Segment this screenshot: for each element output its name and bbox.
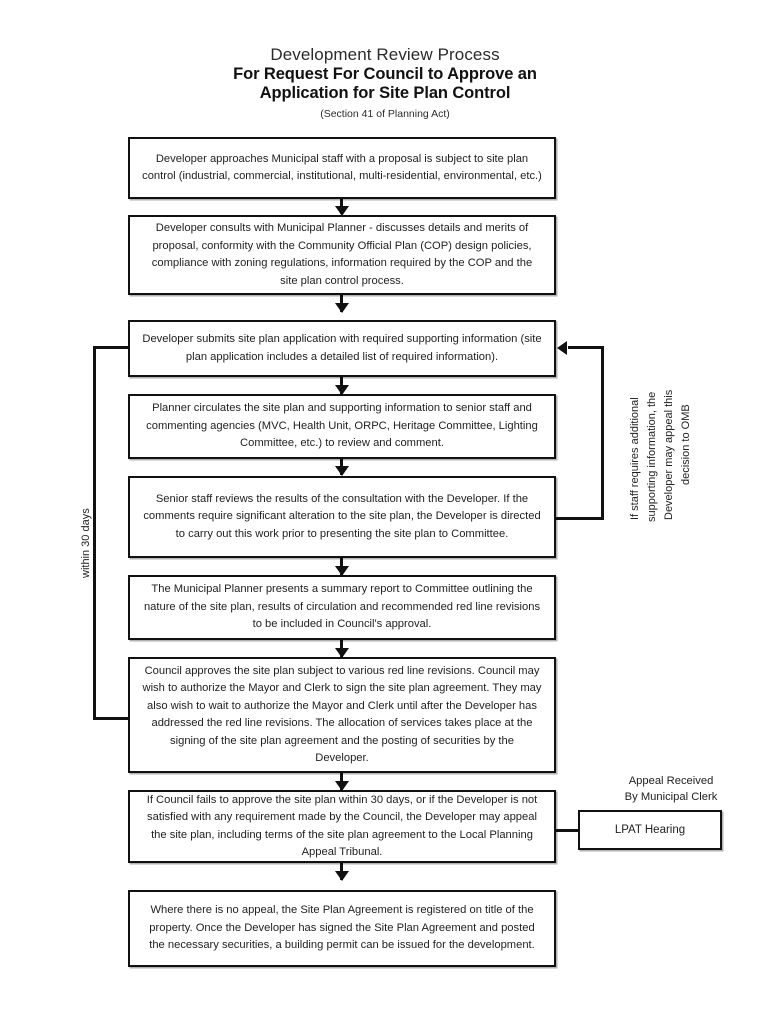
annotation-right-loop-line-2: supporting information, the [646,391,658,522]
lpat-caption-line-1: Appeal Received [628,775,714,787]
flow-node-step-1-text: Developer approaches Municipal staff wit… [142,152,542,183]
right-loop-top-segment [568,346,604,349]
flow-node-lpat-hearing[interactable]: LPAT Hearing [578,810,722,850]
arrow-6-7 [334,648,349,658]
arrow-right-loop-to-step-3 [557,340,567,355]
flow-node-step-7-text: Council approves the site plan subject t… [142,664,542,765]
annotation-right-loop-line-4: decision to OMB [680,404,692,485]
arrow-2-3 [334,303,349,313]
flow-node-step-3-text: Developer submits site plan application … [142,333,542,363]
flow-node-step-8-text: If Council fails to approve the site pla… [146,793,538,859]
page-title: Development Review Process For Request F… [0,44,770,121]
annotation-right-loop-line-1: If staff requires additional [629,397,641,520]
flow-node-step-5[interactable]: Senior staff reviews the results of the … [128,476,556,558]
flow-node-step-4[interactable]: Planner circulates the site plan and sup… [128,394,556,459]
left-loop-top-segment [93,346,130,349]
title-line-2a: For Request For Council to Approve an [233,65,537,83]
flow-node-step-2[interactable]: Developer consults with Municipal Planne… [128,215,556,295]
title-subtitle: (Section 41 of Planning Act) [320,108,450,120]
flow-node-step-5-text: Senior staff reviews the results of the … [143,492,541,540]
connector-8-lpat [556,829,580,832]
flow-node-step-9[interactable]: Where there is no appeal, the Site Plan … [128,890,556,967]
arrow-3-4 [334,385,349,395]
lpat-caption-line-2: By Municipal Clerk [624,790,718,803]
title-line-2b: Application for Site Plan Control [259,84,511,102]
arrow-7-8 [334,781,349,791]
flow-node-step-1[interactable]: Developer approaches Municipal staff wit… [128,137,556,199]
right-loop-vertical-segment [601,346,604,520]
flow-node-step-6[interactable]: The Municipal Planner presents a summary… [128,575,556,640]
lpat-caption: Appeal Received By Municipal Clerk [578,774,764,805]
flow-node-step-3[interactable]: Developer submits site plan application … [128,320,556,377]
arrow-4-5 [334,466,349,476]
title-line-1: Development Review Process [270,45,500,64]
arrow-8-9 [334,871,349,881]
left-loop-vertical-segment [93,346,96,720]
annotation-right-loop: If staff requires additional supporting … [617,330,705,530]
flow-node-step-9-text: Where there is no appeal, the Site Plan … [149,904,535,952]
right-loop-bottom-segment [556,517,604,520]
flow-node-step-7[interactable]: Council approves the site plan subject t… [128,657,556,773]
left-loop-bottom-segment [93,717,130,720]
flow-node-step-4-text: Planner circulates the site plan and sup… [146,402,538,450]
flow-node-step-2-text: Developer consults with Municipal Planne… [151,222,533,287]
flow-node-step-6-text: The Municipal Planner presents a summary… [143,583,541,631]
arrow-1-2 [334,206,349,216]
annotation-within-30-days: within 30 days [80,508,92,578]
flow-node-step-8[interactable]: If Council fails to approve the site pla… [128,790,556,863]
arrow-5-6 [334,566,349,576]
annotation-right-loop-line-3: Developer may appeal this [663,389,675,520]
flow-node-lpat-hearing-text: LPAT Hearing [614,824,686,836]
